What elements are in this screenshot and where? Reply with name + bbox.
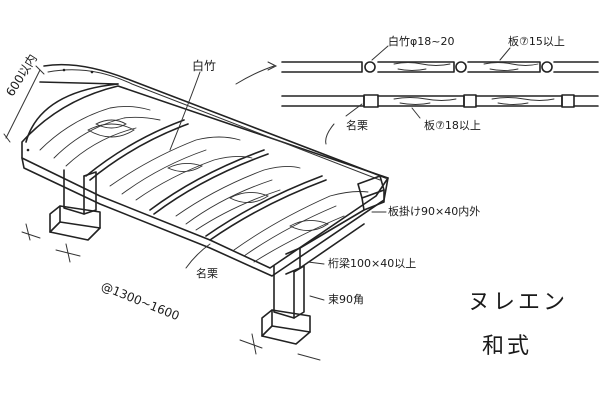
- section-detail-upper: [281, 61, 599, 73]
- width-dimension: [3, 65, 45, 143]
- beam-label: 桁梁100×40以上: [328, 257, 417, 270]
- board-joints: [85, 119, 327, 241]
- style-title-line1: ヌレエン: [468, 290, 569, 315]
- shiraita-diameter-label: 白竹φ18~20: [388, 35, 455, 48]
- kakuri-label-lower: 名栗: [196, 267, 218, 280]
- style-title-line2: 和式: [482, 334, 533, 359]
- wood-grain: [39, 105, 369, 263]
- left-post: [49, 169, 101, 241]
- board-thickness-15-label: 板⑦15以上: [508, 35, 565, 48]
- shiraita-label: 白竹: [192, 59, 217, 73]
- ground-marks: [21, 223, 321, 361]
- leader-lines: [169, 45, 511, 301]
- kakuri-label-upper: 名栗: [346, 119, 368, 132]
- side-rail: [285, 175, 385, 275]
- rail-nail-dots: [26, 68, 94, 152]
- board-rail-label: 板掛け90×40内外: [388, 205, 481, 218]
- board-thickness-18-label: 板⑦18以上: [424, 119, 481, 132]
- section-detail-lower: [281, 94, 599, 108]
- right-post: [261, 265, 311, 345]
- post-label: 束90角: [328, 293, 364, 306]
